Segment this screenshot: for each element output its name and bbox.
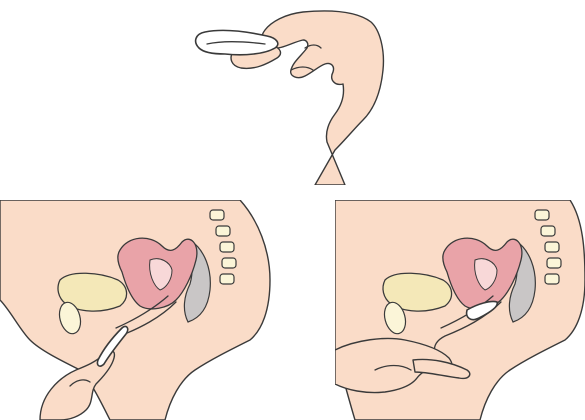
insertion-cross-section-illustration xyxy=(0,200,290,420)
hand-holding-folded-cup-icon xyxy=(185,0,435,185)
cup-positioned-cross-section-illustration xyxy=(335,200,585,420)
vertebra xyxy=(220,274,234,284)
vertebra xyxy=(210,210,224,220)
hand-folding-cup-illustration xyxy=(185,0,435,185)
vertebra xyxy=(216,226,230,236)
vertebra xyxy=(545,274,559,284)
vertebra xyxy=(222,258,236,268)
insertion-cross-section-icon xyxy=(0,200,290,420)
cup-positioned-cross-section-icon xyxy=(335,200,585,420)
vertebra xyxy=(545,242,559,252)
vertebra xyxy=(541,226,555,236)
vertebra xyxy=(547,258,561,268)
vertebra xyxy=(220,242,234,252)
vertebra xyxy=(535,210,549,220)
